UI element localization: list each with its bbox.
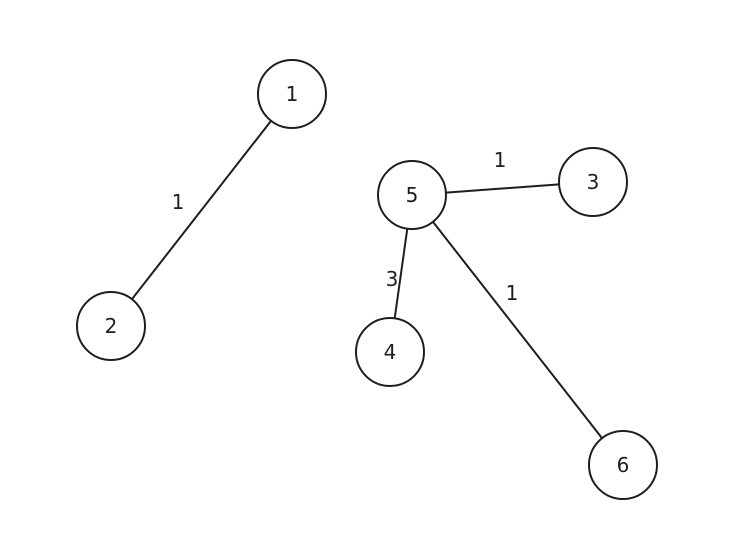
node-label-3: 3 (587, 170, 600, 194)
edges-layer (130, 119, 604, 440)
node-label-6: 6 (617, 453, 630, 477)
edge-5-4 (393, 227, 409, 320)
node-circle-3 (558, 147, 628, 217)
node-label-1: 1 (286, 82, 299, 106)
node-1: 1 (257, 59, 327, 129)
node-circle-6 (588, 430, 658, 500)
nodes-layer: 1 2 3 4 5 6 (76, 59, 658, 500)
edge-5-3 (444, 183, 561, 194)
edge-5-6 (431, 220, 604, 440)
node-5: 5 (377, 160, 447, 230)
edge-labels-layer: 1 1 3 1 (172, 148, 519, 305)
node-circle-1 (257, 59, 327, 129)
edge-weight-label-5-3: 1 (494, 148, 507, 172)
edge-weight-label-1-2: 1 (172, 190, 185, 214)
edge-weight-label-5-4: 3 (386, 267, 399, 291)
node-circle-2 (76, 291, 146, 361)
node-circle-5 (377, 160, 447, 230)
node-4: 4 (355, 317, 425, 387)
node-label-5: 5 (406, 183, 419, 207)
edge-1-2 (130, 119, 273, 301)
node-3: 3 (558, 147, 628, 217)
node-circle-4 (355, 317, 425, 387)
node-label-2: 2 (105, 314, 118, 338)
node-label-4: 4 (384, 340, 397, 364)
edge-weight-label-5-6: 1 (506, 281, 519, 305)
node-2: 2 (76, 291, 146, 361)
node-6: 6 (588, 430, 658, 500)
